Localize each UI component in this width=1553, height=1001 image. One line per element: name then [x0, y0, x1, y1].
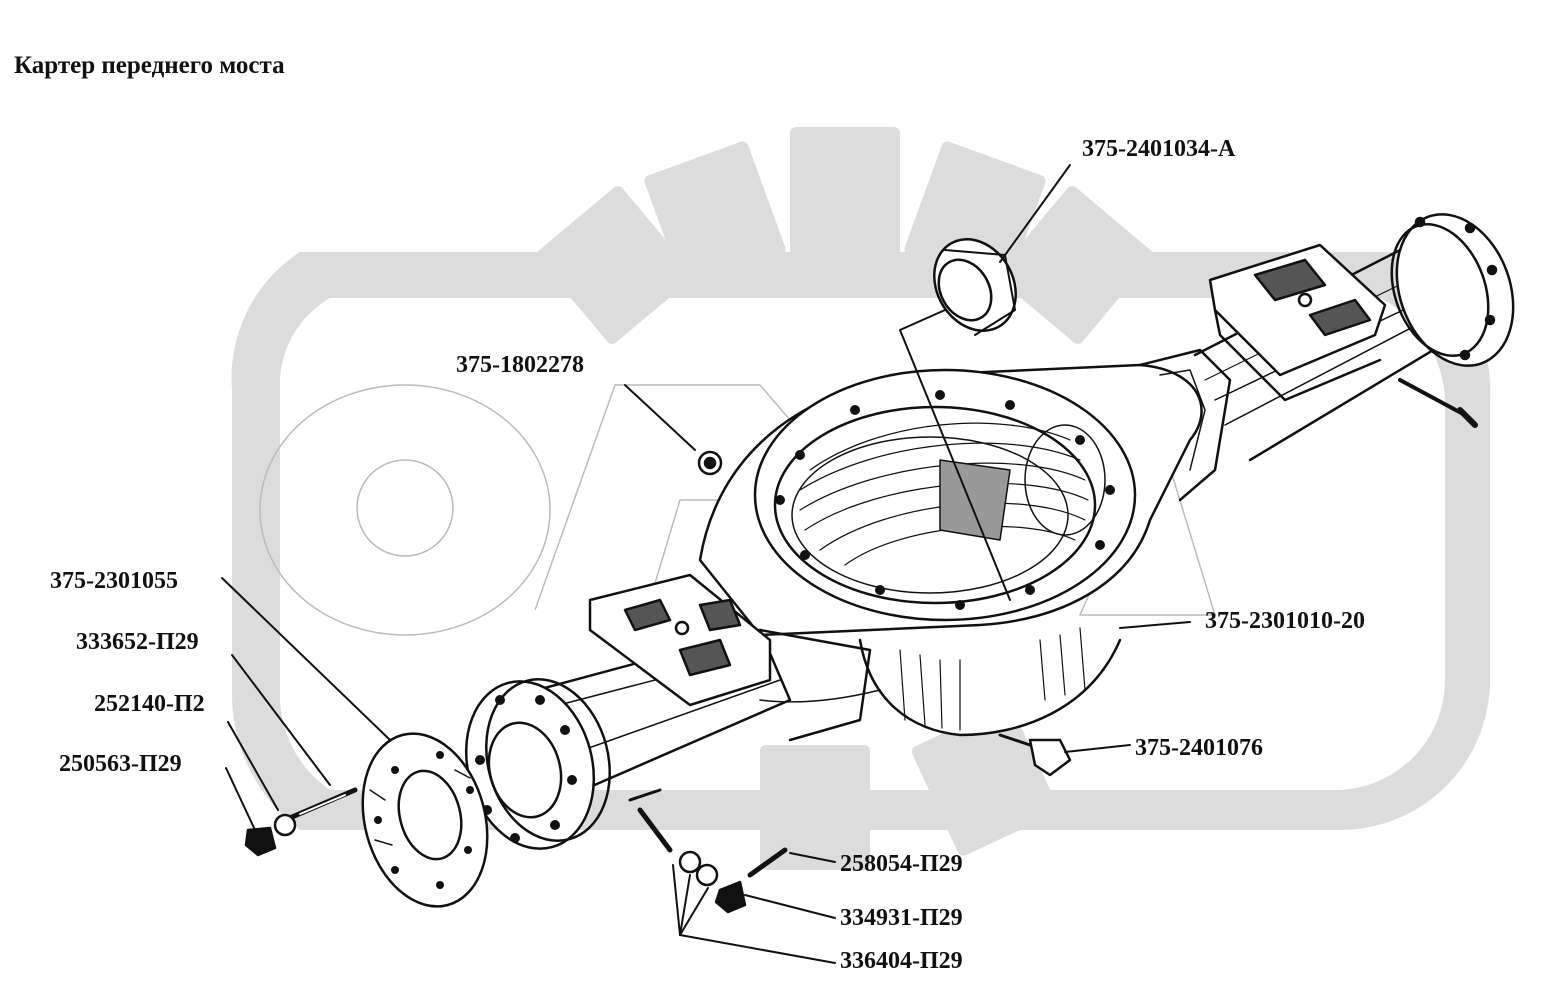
right-flange: [1390, 213, 1515, 367]
left-flange: [464, 678, 611, 850]
right-stud: [1398, 378, 1478, 428]
callout-334931-P29: 334931-П29: [840, 905, 963, 931]
callout-250563-P29: 250563-П29: [59, 751, 182, 777]
gear-tooth: [904, 141, 1046, 289]
banjo-housing: [698, 348, 1232, 737]
callout-375-2301055: 375-2301055: [50, 568, 178, 594]
page-title: Картер переднего моста: [14, 52, 285, 79]
breather-plug-part: [697, 450, 723, 476]
callout-375-2401034-A: 375-2401034-А: [1082, 136, 1236, 162]
callout-375-1802278: 375-1802278: [456, 352, 584, 378]
watermark-o-inner: [356, 459, 454, 557]
gear-tooth: [644, 141, 786, 289]
callout-375-2301010-20: 375-2301010-20: [1205, 608, 1365, 634]
left-bolt-set: [244, 787, 358, 857]
oil-seal-part: [933, 238, 1017, 336]
callout-333652-P29: 333652-П29: [76, 629, 199, 655]
callout-258054-P29: 258054-П29: [840, 851, 963, 877]
callout-375-2401076: 375-2401076: [1135, 735, 1263, 761]
lower-bolt-set: [628, 788, 788, 914]
leader-lines: [221, 164, 1191, 964]
left-spring-pad: [588, 573, 772, 707]
gear-tooth: [790, 127, 900, 257]
callout-336404-P29: 336404-П29: [840, 948, 963, 974]
callout-252140-P2: 252140-П2: [94, 691, 205, 717]
drain-plug-part: [998, 733, 1072, 777]
right-spring-pad: [1208, 243, 1387, 402]
watermark-o-outer: [259, 384, 551, 636]
gasket-part: [361, 732, 489, 908]
